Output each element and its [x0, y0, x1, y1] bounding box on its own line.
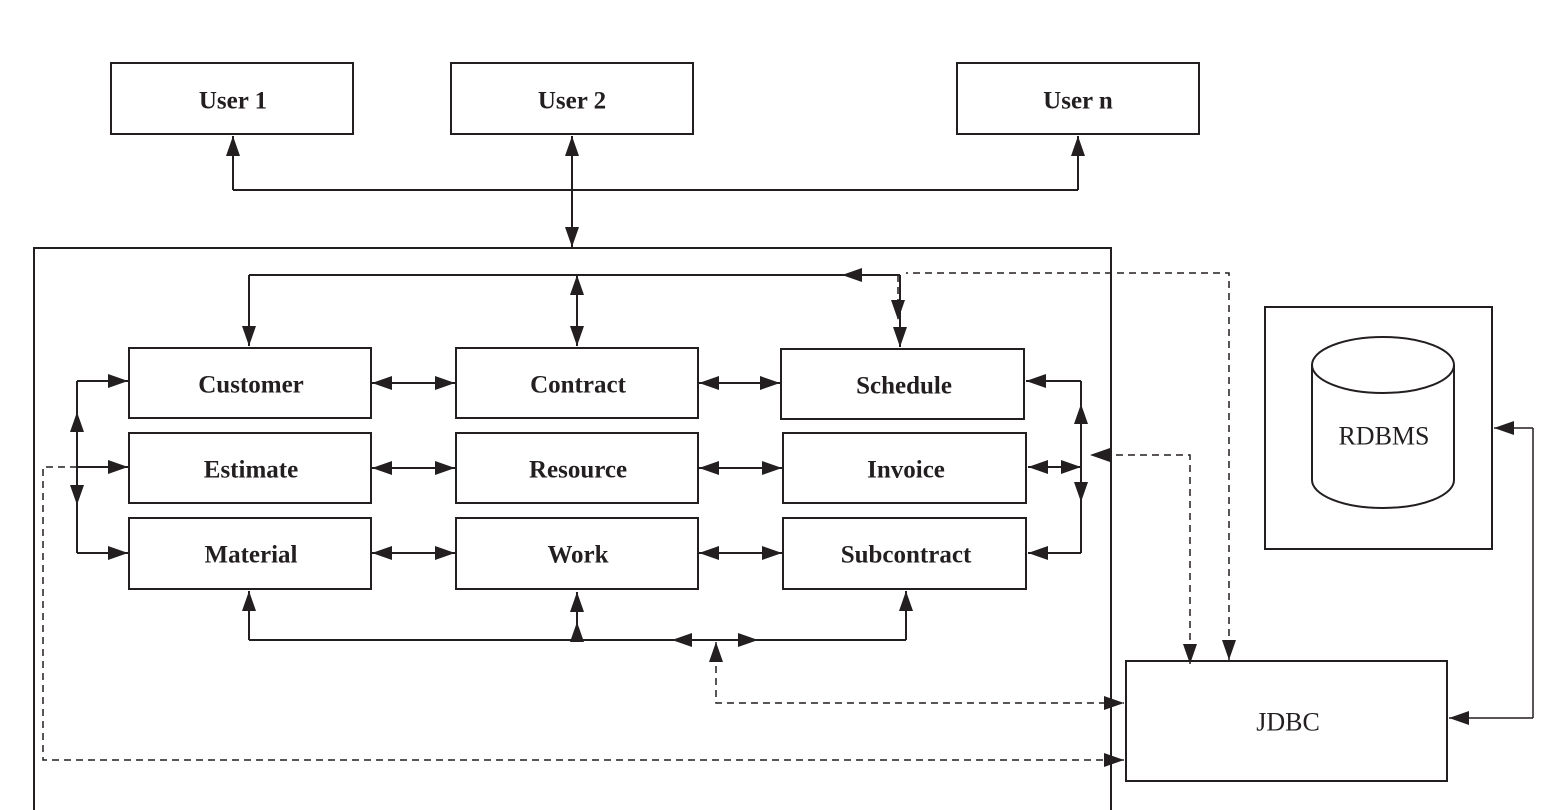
module-label-schedule: Schedule [856, 373, 952, 400]
module-links [372, 376, 782, 560]
module-label-material: Material [204, 542, 297, 569]
dashed-data-links [42, 272, 1236, 767]
top-bus [242, 268, 907, 347]
module-label-contract: Contract [530, 372, 626, 399]
module-label-work: Work [547, 542, 608, 569]
database-label: RDBMS [1338, 422, 1429, 451]
module-label-resource: Resource [529, 457, 627, 484]
module-box-invoice [782, 432, 1027, 504]
user-box-2 [450, 62, 694, 135]
module-label-customer: Customer [198, 372, 304, 399]
user-label-2: User 2 [538, 88, 606, 115]
module-label-estimate: Estimate [204, 457, 298, 484]
module-box-material [128, 517, 372, 590]
user-label-n: User n [1043, 88, 1113, 115]
module-box-work [455, 517, 699, 590]
bottom-bus [242, 591, 913, 647]
user-connector-lines [226, 136, 1085, 247]
module-box-estimate [128, 432, 372, 504]
jdbc-label: JDBC [1256, 708, 1320, 737]
module-label-invoice: Invoice [867, 457, 945, 484]
module-box-contract [455, 347, 699, 419]
database-cylinder-icon [1311, 336, 1455, 509]
module-box-schedule [780, 348, 1025, 420]
db-jdbc-link [1449, 421, 1534, 725]
user-label-1: User 1 [199, 88, 267, 115]
right-bus [1026, 374, 1088, 560]
left-bus [70, 374, 128, 560]
module-box-resource [455, 432, 699, 504]
module-box-customer [128, 347, 372, 419]
user-box-1 [110, 62, 354, 135]
module-boxes [128, 347, 1027, 590]
module-label-subcontract: Subcontract [841, 542, 972, 569]
user-box-n [956, 62, 1200, 135]
module-box-subcontract [782, 517, 1027, 590]
jdbc-box [1125, 660, 1448, 782]
